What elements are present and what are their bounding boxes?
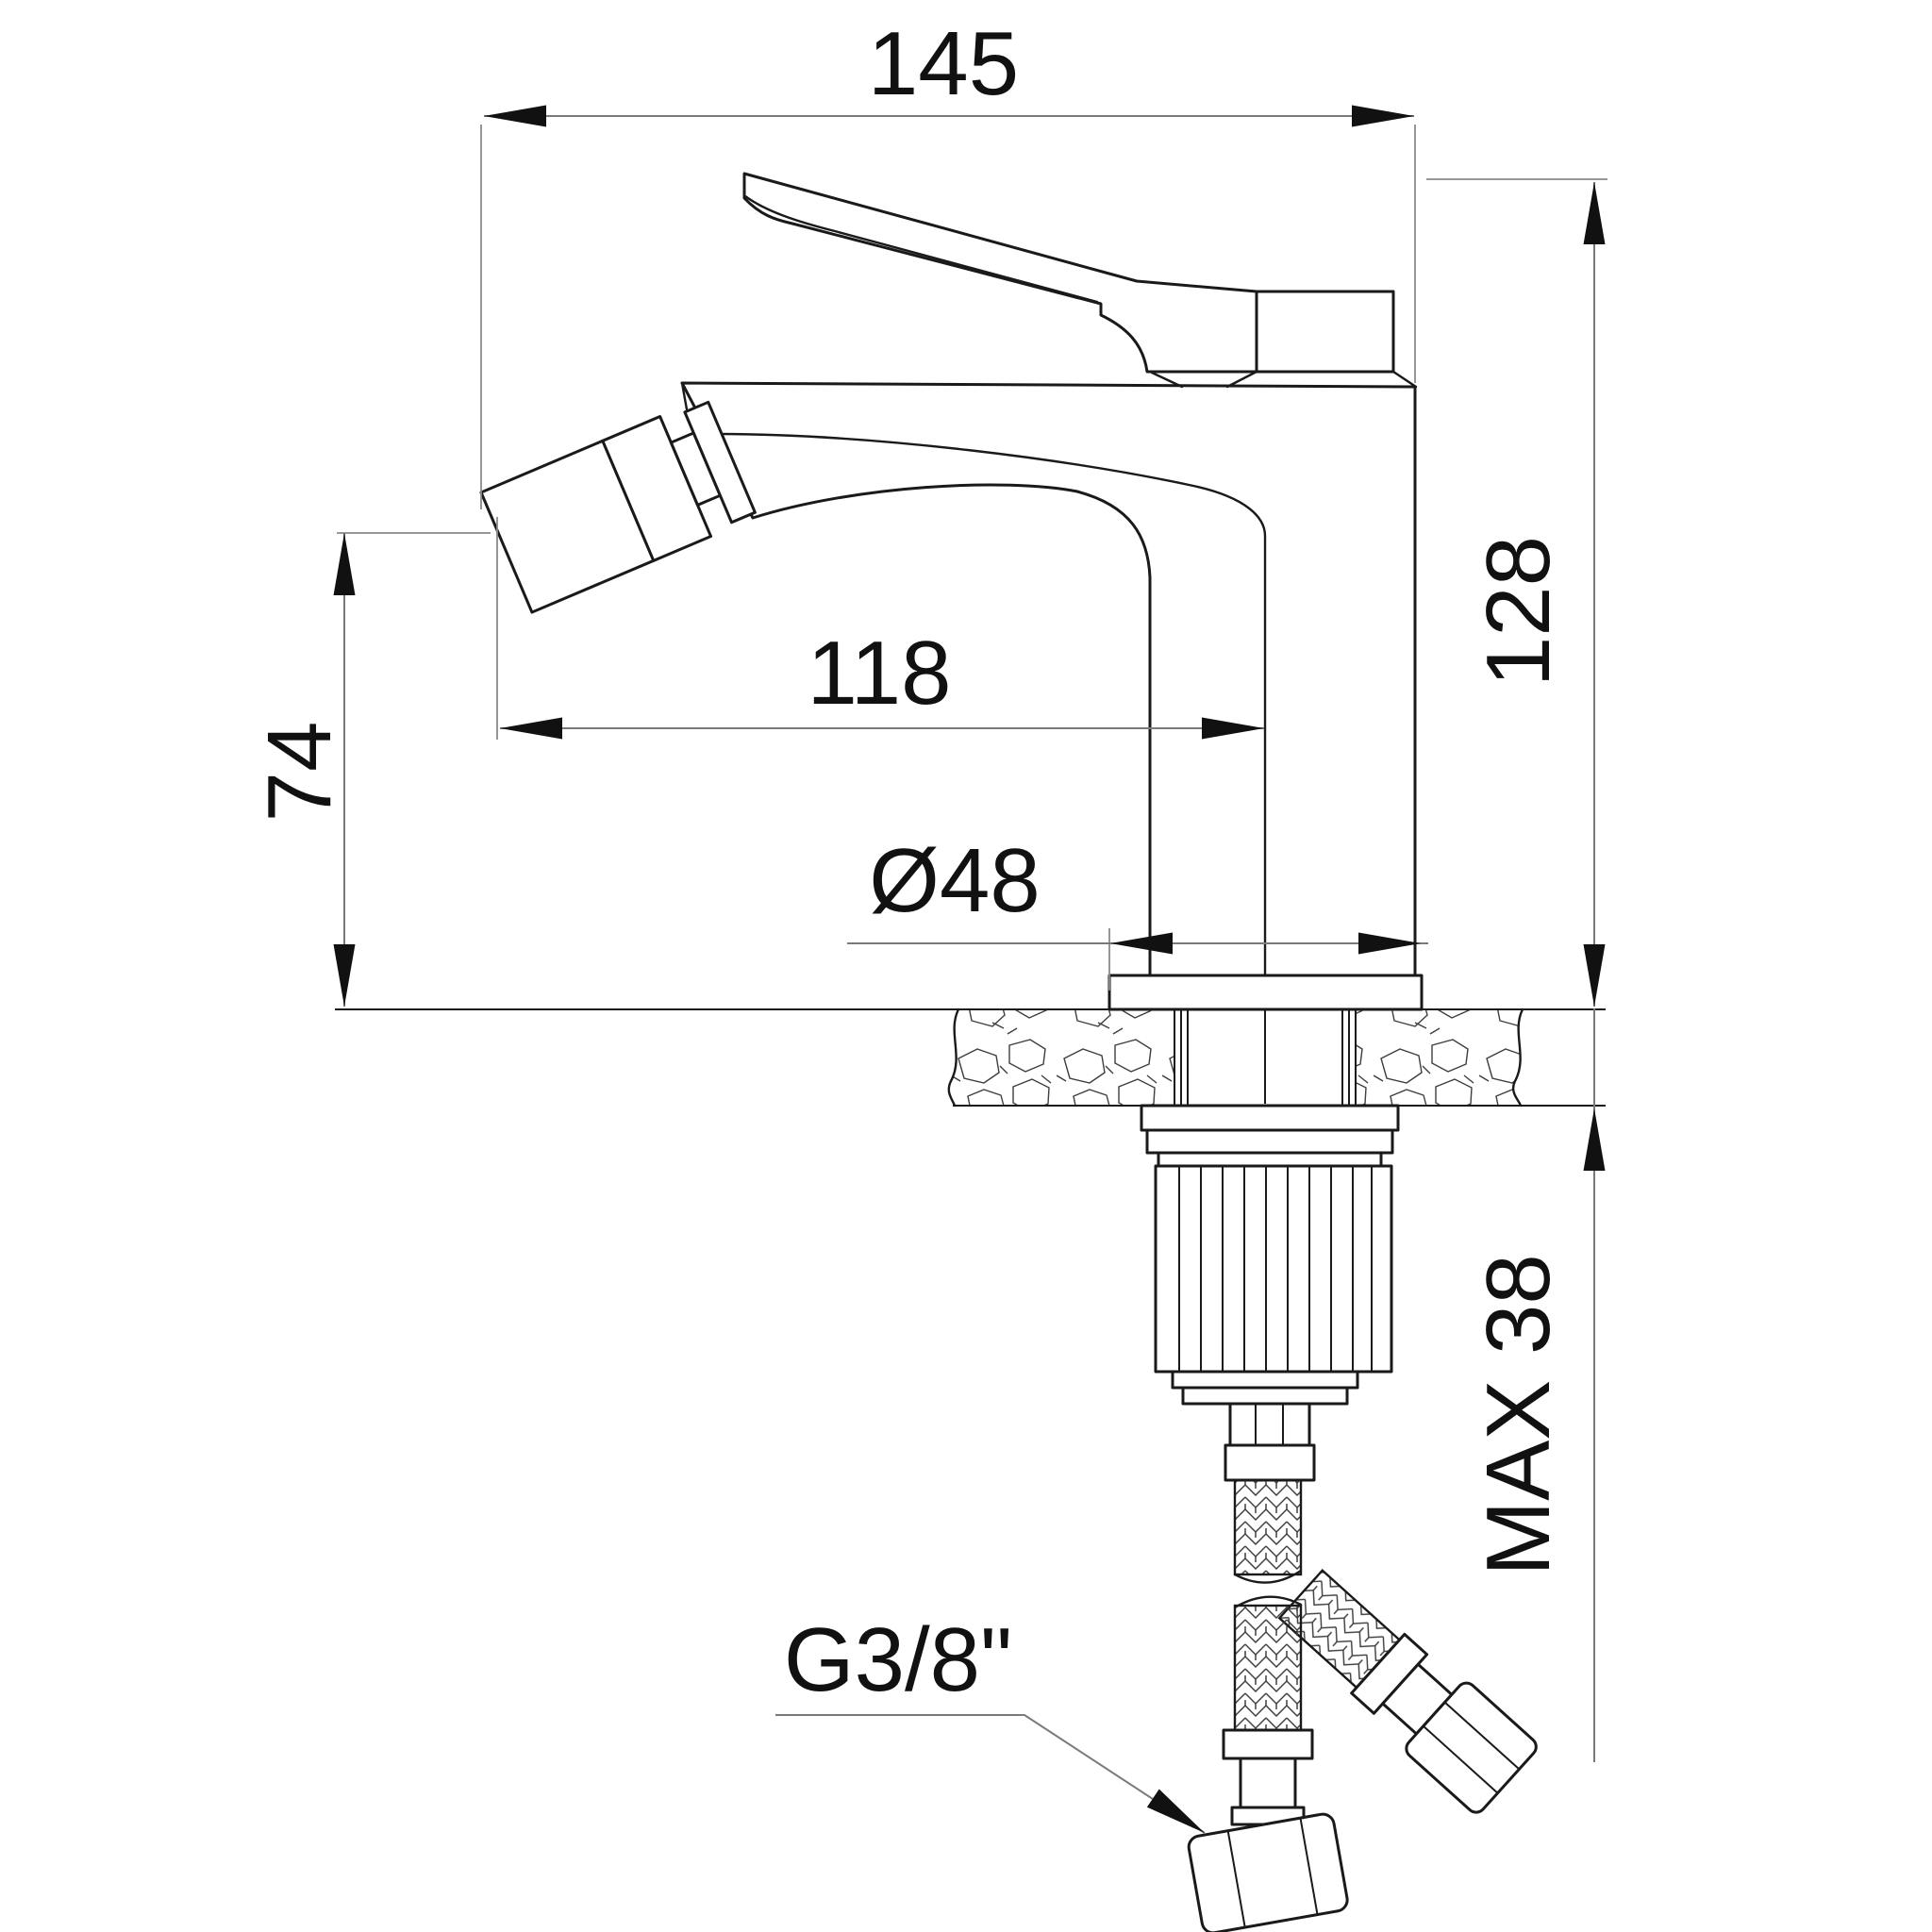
faucet-figure: [335, 172, 1606, 1932]
faucet-spout-body: [680, 381, 1417, 977]
dim-max-thickness-label: MAX 38: [1468, 1254, 1569, 1575]
dimension-spout-reach: 118: [496, 517, 1264, 740]
hose-nut-right: [1405, 1681, 1538, 1814]
dimension-max-deck-thickness: MAX 38: [1468, 1008, 1606, 1762]
locknut: [1140, 1104, 1400, 1132]
arrowhead: [333, 533, 356, 595]
dim-overall-length-label: 145: [868, 13, 1019, 114]
countertop-hatch-left: [948, 1009, 1174, 1106]
mounting-shank: [1174, 1009, 1357, 1106]
countertop-hatch-right: [1356, 1009, 1523, 1106]
arrowhead: [1352, 105, 1414, 127]
arrowhead: [1146, 1789, 1211, 1842]
neck-chamfer: [1150, 371, 1184, 389]
hose-braid-lower: [1233, 1604, 1303, 1732]
knurl-ribs: [1178, 1166, 1373, 1372]
dimension-overall-height: 128: [1426, 178, 1607, 1007]
arrowhead: [333, 944, 356, 1007]
hose-break-lower: [1233, 1595, 1303, 1609]
dim-supply-thread-label: G3/8": [784, 1609, 1012, 1710]
dim-spout-reach-label: 118: [807, 623, 951, 724]
outlet-hex-fitting: [1228, 1402, 1311, 1447]
base-flange: [1108, 974, 1424, 1011]
body-top-chamfer-left: [1225, 370, 1258, 389]
hose-ferrule-top: [1224, 1443, 1316, 1482]
supply-hose-left: [1187, 1478, 1349, 1932]
hose-nut-left: [1187, 1812, 1349, 1932]
arrowhead: [1583, 1108, 1606, 1171]
locknut-step2: [1157, 1151, 1383, 1168]
arrowhead: [500, 717, 562, 740]
hose-braid-upper: [1233, 1478, 1303, 1576]
countertop-break-edge-right: [1511, 1008, 1524, 1108]
mounting-hardware: [1140, 1104, 1400, 1482]
hose-ferrule-left: [1222, 1728, 1314, 1760]
countertop-section: [335, 1008, 1606, 1108]
dimension-overall-length: 145: [480, 13, 1416, 509]
countertop-break-edge-left: [947, 1008, 960, 1108]
arrowhead: [484, 105, 546, 127]
arrowhead: [1583, 944, 1606, 1007]
cartridge-cap: [1255, 290, 1395, 374]
lower-collar2: [1181, 1386, 1349, 1406]
handle-edge-line: [743, 194, 1099, 304]
arrowhead: [1583, 182, 1606, 244]
supply-hose-right: [1277, 1569, 1538, 1814]
nozzle-joint-plate: [683, 400, 757, 525]
dimension-outlet-height: 74: [249, 532, 491, 1007]
hose-break-upper: [1233, 1569, 1303, 1584]
lower-collar: [1171, 1370, 1359, 1390]
arrowhead: [1110, 932, 1173, 955]
spout-tip-edge: [680, 381, 689, 411]
dimension-base-diameter: Ø48: [847, 830, 1428, 991]
knurled-fixing-nut: [1154, 1164, 1393, 1374]
body-top-chamfer-right: [1391, 370, 1418, 389]
locknut-step: [1145, 1128, 1394, 1155]
dim-base-diameter-label: Ø48: [869, 830, 1040, 931]
aerator-nozzle: [479, 400, 757, 614]
callout-supply-thread: G3/8": [775, 1609, 1211, 1842]
dim-outlet-height-label: 74: [249, 722, 350, 823]
dim-overall-height-label: 128: [1468, 536, 1569, 687]
faucet-handle-lever: [742, 172, 1258, 374]
hose-tube-left: [1239, 1757, 1297, 1809]
spout-underside-curve: [712, 432, 1267, 977]
